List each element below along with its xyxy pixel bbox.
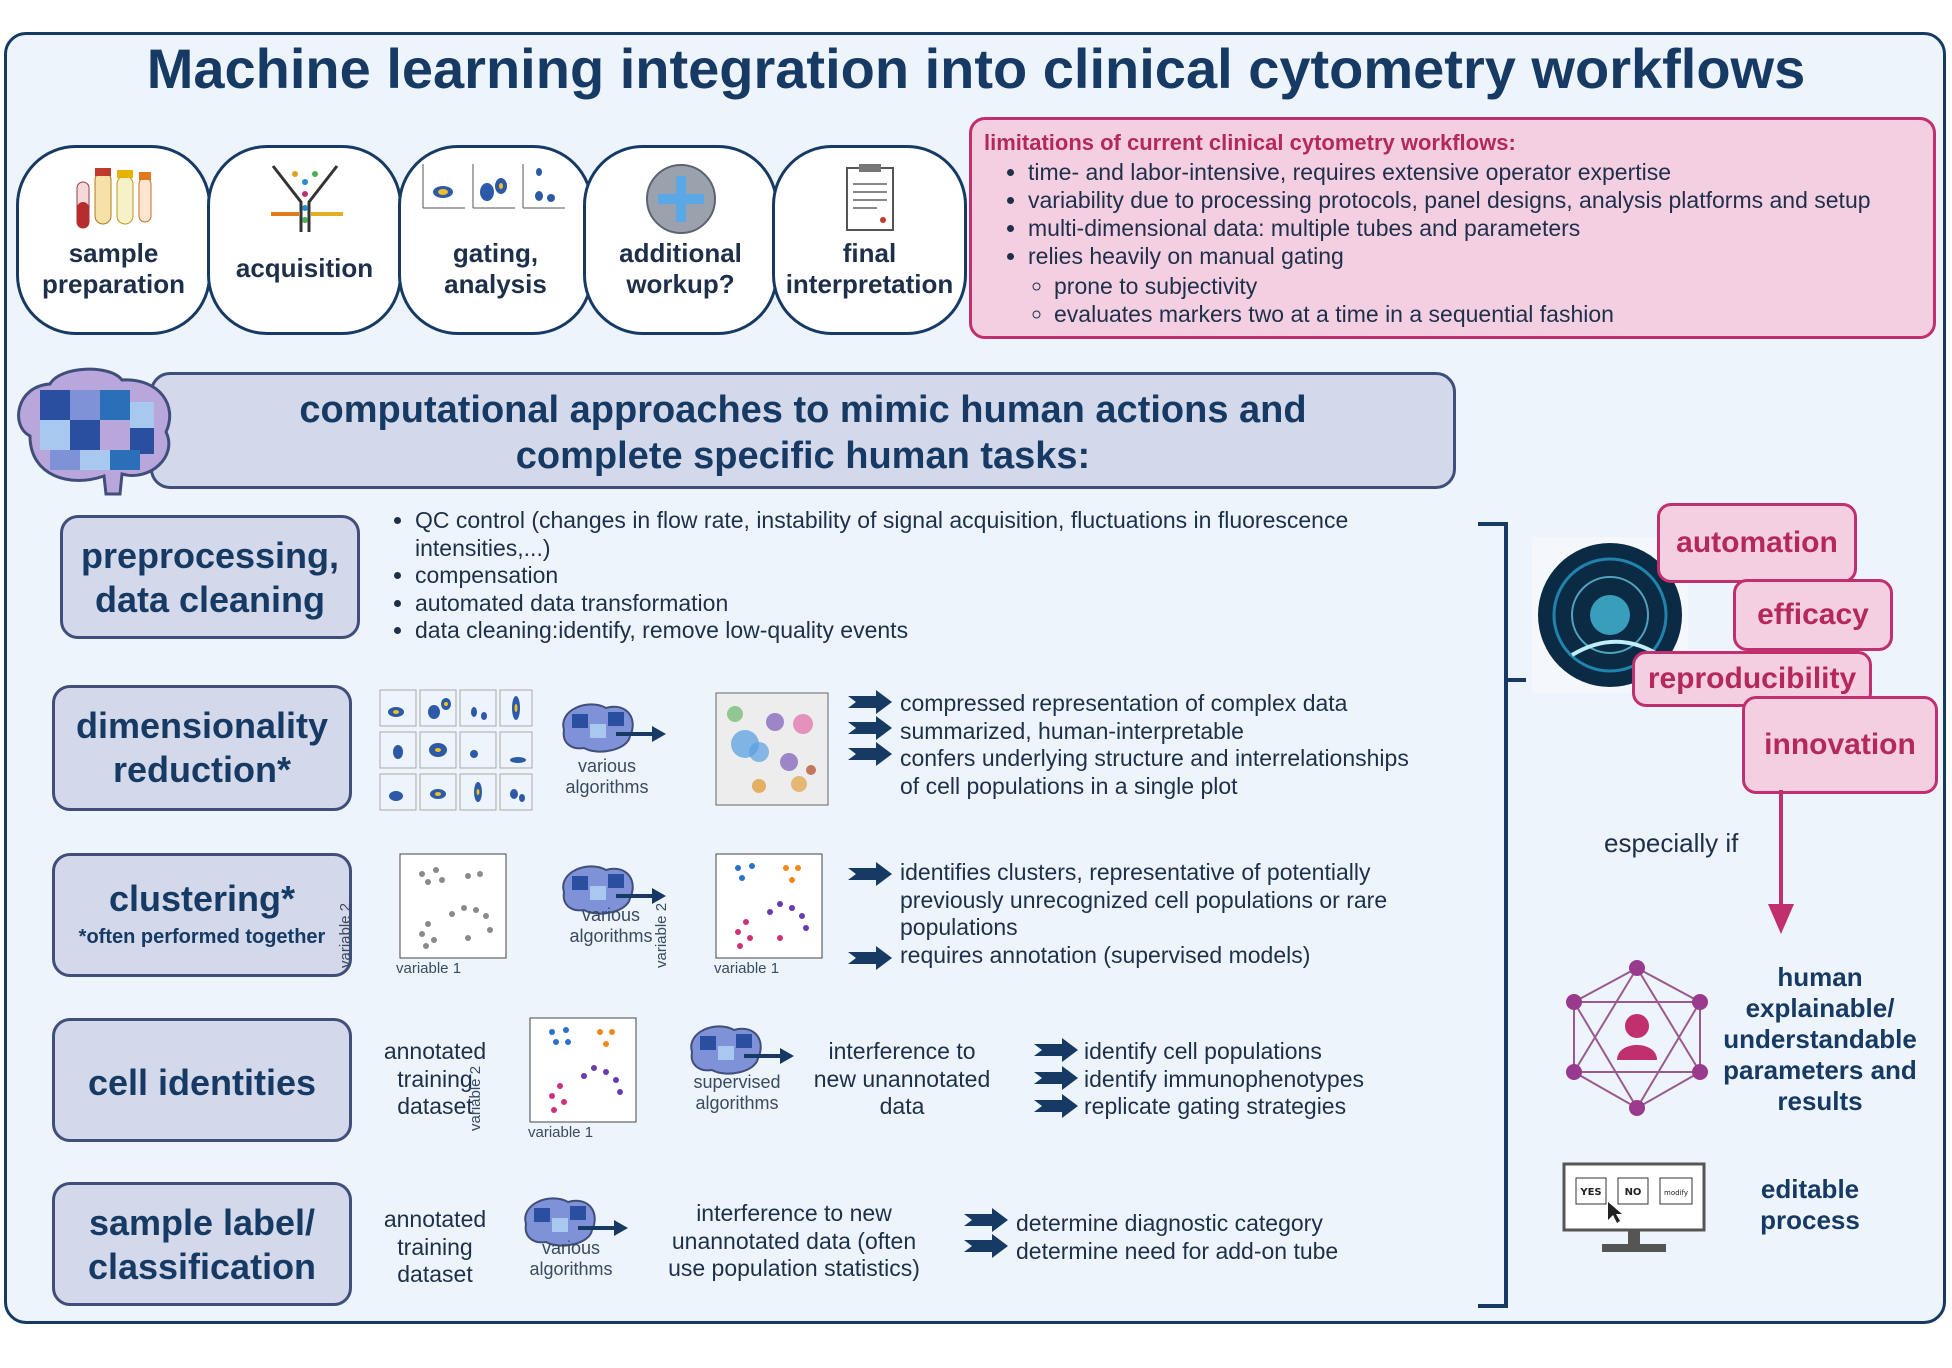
cursor-icon [1608, 1202, 1622, 1223]
benefit-efficacy: efficacy [1733, 579, 1893, 651]
benefit-reproducibility: reproducibility [1632, 651, 1872, 707]
classification-output: determine diagnostic category [1016, 1210, 1323, 1236]
preprocessing-item: automated data transformation [415, 590, 1455, 618]
limitations-heading: limitations of current clinical cytometr… [984, 130, 1516, 155]
step-label: gating, analysis [444, 238, 547, 299]
algorithm-brain-icon [690, 1025, 794, 1075]
algorithm-brain-icon [562, 703, 666, 753]
plus-icon [645, 164, 716, 234]
scatter-plot-clustered [715, 853, 823, 959]
preprocessing-list: QC control (changes in flow rate, instab… [385, 507, 1455, 645]
row-label-dimensionality-reduction: dimensionality reduction* [52, 685, 352, 811]
row-label-cell-identities: cell identities [52, 1018, 352, 1142]
tsne-plot [715, 692, 829, 806]
algorithm-brain-icon [524, 1197, 628, 1247]
limitation-subitem: evaluates markers two at a time in a seq… [1054, 300, 1921, 328]
modify-button: modify [1664, 1189, 1688, 1197]
yes-button: YES [1579, 1187, 1601, 1198]
classification-dataset-label: annotated training dataset [383, 1206, 487, 1287]
approaches-banner: computational approaches to mimic human … [150, 372, 1456, 489]
limitations-box: limitations of current clinical cytometr… [969, 117, 1936, 339]
clustering-algo-label: various algorithms [569, 905, 653, 946]
identities-output: replicate gating strategies [1084, 1093, 1347, 1119]
clustering-x-axis-label: variable 1 [396, 960, 462, 977]
benefit-innovation: innovation [1742, 696, 1938, 794]
output-arrows [1034, 1038, 1078, 1118]
down-arrow [1768, 790, 1794, 934]
step-label: acquisition [235, 253, 374, 283]
gating-plots-icon [422, 164, 565, 209]
step-additional-workup: additional workup? [583, 145, 778, 335]
dimred-output: summarized, human-interpretable [900, 718, 1244, 744]
output-arrows [964, 1208, 1008, 1258]
scatter-plot-annotated [529, 1017, 637, 1123]
step-final-interpretation: final interpretation [772, 145, 967, 335]
step-label: additional workup? [619, 238, 742, 299]
report-icon [845, 164, 894, 231]
row-label-classification: sample label/ classification [52, 1182, 352, 1306]
page-title: Machine learning integration into clinic… [146, 37, 1806, 100]
limitation-item: multi-dimensional data: multiple tubes a… [1028, 214, 1921, 242]
test-tubes-icon [76, 168, 151, 229]
scatter-plot-unlabeled [399, 853, 507, 959]
row-label-clustering: clustering* *often performed together [52, 853, 352, 977]
output-arrows [848, 862, 892, 970]
clustering-result-x-axis-label: variable 1 [714, 960, 780, 977]
no-button: NO [1625, 1187, 1642, 1198]
monitor-icon: YES NO modify [1562, 1162, 1706, 1252]
gating-plots-grid [379, 689, 533, 811]
dimred-output: compressed representation of complex dat… [900, 690, 1348, 716]
step-label: sample preparation [41, 238, 186, 299]
step-label: final interpretation [785, 238, 954, 299]
output-arrows [848, 690, 892, 766]
clustering-output: requires annotation (supervised models) [900, 942, 1311, 968]
dimred-algo-label: various algorithms [565, 756, 649, 797]
editable-process-label: editable process [1760, 1174, 1860, 1235]
identities-dataset-label: annotated training dataset [383, 1038, 487, 1119]
limitation-item: time- and labor-intensive, requires exte… [1028, 158, 1921, 186]
limitation-item: relies heavily on manual gating [1028, 242, 1921, 270]
limitation-subitem: prone to subjectivity [1054, 272, 1921, 300]
especially-if-label: especially if [1604, 828, 1739, 858]
right-bracket [1478, 522, 1526, 1308]
identities-algo-label: supervised algorithms [693, 1072, 781, 1113]
step-gating-analysis: gating, analysis [398, 145, 593, 335]
explainable-results-label: human explainable/ understandable parame… [1723, 962, 1917, 1116]
flow-cytometer-icon [270, 165, 343, 232]
identities-output: identify cell populations [1084, 1038, 1322, 1064]
classification-inference: interference to new unannotated data (of… [668, 1200, 920, 1281]
classification-output: determine need for add-on tube [1016, 1238, 1339, 1264]
dimred-output: confers underlying structure and interre… [900, 745, 1409, 799]
benefit-automation: automation [1657, 503, 1857, 583]
preprocessing-item: QC control (changes in flow rate, instab… [415, 507, 1455, 562]
identities-x-axis-label: variable 1 [528, 1124, 594, 1141]
clustering-output: identifies clusters, representative of p… [900, 859, 1388, 940]
clustering-label: clustering* [108, 878, 296, 919]
step-sample-preparation: sample preparation [16, 145, 211, 335]
algorithm-brain-icon [562, 865, 666, 915]
identities-inference: interference to new unannotated data [813, 1038, 991, 1119]
classification-algo-label: various algorithms [529, 1238, 613, 1279]
step-acquisition: acquisition [207, 145, 402, 335]
clustering-note: *often performed together [78, 926, 326, 948]
limitation-item: variability due to processing protocols,… [1028, 186, 1921, 214]
preprocessing-item: data cleaning:identify, remove low-quali… [415, 617, 1455, 645]
row-label-preprocessing: preprocessing, data cleaning [60, 515, 360, 639]
preprocessing-item: compensation [415, 562, 1455, 590]
brain-puzzle-icon [17, 367, 172, 496]
identities-output: identify immunophenotypes [1084, 1066, 1364, 1092]
network-person-icon [1566, 960, 1708, 1116]
